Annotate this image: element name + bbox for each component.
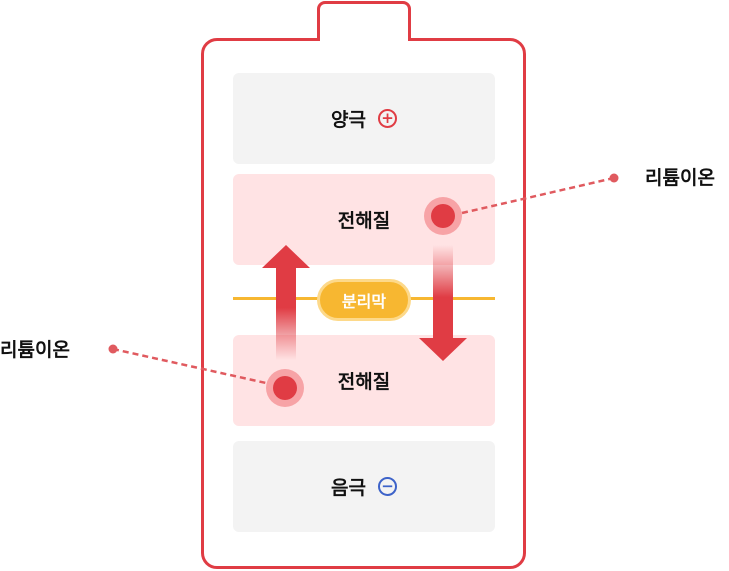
anode-layer: 음극 − bbox=[233, 441, 495, 532]
lithium-ion-top bbox=[424, 197, 462, 235]
down-arrow-icon bbox=[419, 245, 467, 361]
minus-icon: − bbox=[377, 477, 397, 496]
right-leader-dot bbox=[609, 173, 619, 183]
plus-icon: + bbox=[377, 109, 397, 128]
left-leader-dot bbox=[108, 344, 118, 354]
battery-terminal bbox=[317, 1, 411, 41]
electrolyte-top-label: 전해질 bbox=[337, 210, 391, 232]
separator-label: 분리막 bbox=[341, 292, 387, 311]
electrolyte-bottom-label: 전해질 bbox=[337, 371, 391, 393]
terminal-joint bbox=[320, 38, 408, 42]
cathode-label: 양극 bbox=[331, 109, 366, 131]
lithium-ion-bottom bbox=[266, 369, 304, 407]
anode-label: 음극 bbox=[331, 477, 366, 499]
separator-badge: 분리막 bbox=[317, 279, 411, 321]
left-leader-line bbox=[112, 347, 267, 385]
up-arrow-icon bbox=[262, 245, 310, 360]
lithium-ion-callout-left: 리튬이온 bbox=[0, 339, 70, 361]
lithium-ion-callout-right: 리튬이온 bbox=[645, 167, 715, 189]
cathode-layer: 양극 + bbox=[233, 73, 495, 164]
right-leader-line bbox=[461, 176, 615, 215]
